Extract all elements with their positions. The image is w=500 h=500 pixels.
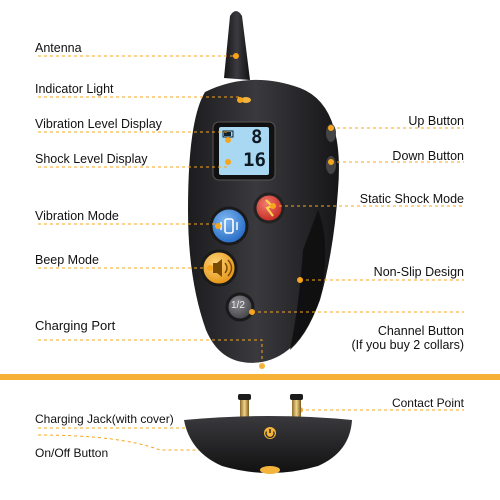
vibration-button	[209, 206, 249, 246]
label-static-shock-mode: Static Shock Mode	[359, 192, 464, 206]
label-on-off-button: On/Off Button	[35, 446, 109, 460]
label-channel-button-note: (If you buy 2 collars)	[351, 338, 464, 352]
vibration-level-readout: 8	[251, 126, 263, 148]
lcd-screen	[219, 127, 269, 175]
label-shock-level-display: Shock Level Display	[35, 152, 148, 166]
label-beep-mode: Beep Mode	[35, 253, 99, 267]
channel-glyph: 1/2	[231, 300, 245, 311]
label-down-button: Down Button	[392, 149, 464, 163]
label-up-button: Up Button	[408, 114, 464, 128]
shock-level-readout: 16	[243, 149, 266, 171]
label-antenna: Antenna	[35, 41, 82, 55]
label-charging-port: Charging Port	[35, 318, 116, 333]
leader-lines	[37, 53, 464, 453]
label-vibration-level-display: Vibration Level Display	[35, 117, 162, 131]
antenna-shape	[224, 11, 250, 80]
label-contact-point: Contact Point	[391, 396, 464, 410]
section-divider	[0, 374, 500, 380]
label-vibration-mode: Vibration Mode	[35, 209, 119, 223]
indicator-light	[241, 97, 251, 103]
channel-button	[225, 292, 255, 322]
collar-receiver	[184, 394, 352, 474]
label-non-slip-design: Non-Slip Design	[373, 265, 464, 279]
label-channel-button: Channel Button	[377, 324, 464, 338]
charging-port	[259, 363, 265, 369]
label-charging-jack: Charging Jack(with cover)	[35, 412, 174, 426]
label-indicator-light: Indicator Light	[35, 82, 114, 96]
